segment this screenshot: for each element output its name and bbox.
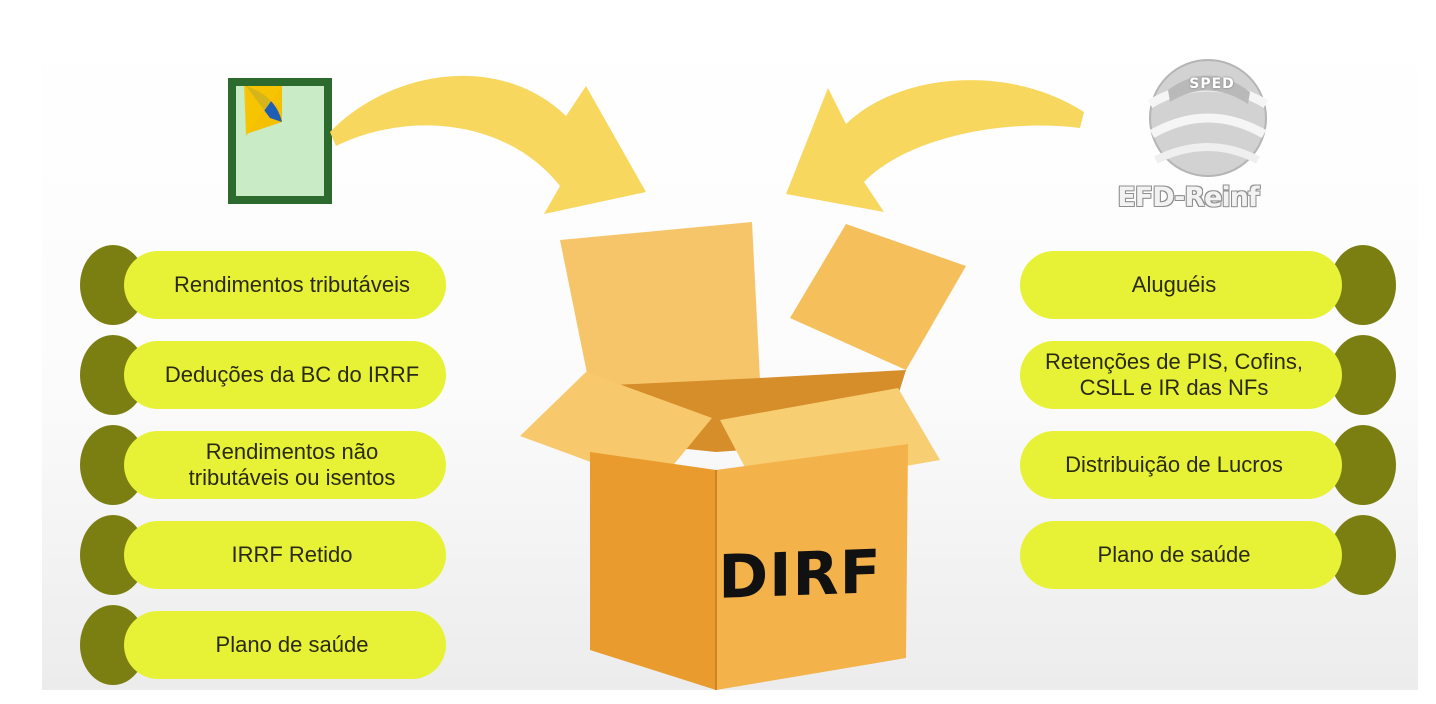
left-item-2: Deduções da BC do IRRF <box>124 341 446 409</box>
left-item-5: Plano de saúde <box>124 611 446 679</box>
left-item-3: Rendimentos não tributáveis ou isentos <box>124 431 446 499</box>
right-item-1: Aluguéis <box>1020 251 1342 319</box>
box-label: DIRF <box>718 537 882 613</box>
left-item-4: IRRF Retido <box>124 521 446 589</box>
document-icon <box>228 78 332 204</box>
sped-logo-text: SPED <box>1189 76 1235 92</box>
dirf-box-icon <box>520 222 966 690</box>
efd-reinf-caption: EFD-Reinf <box>1117 182 1259 213</box>
left-item-1: Rendimentos tributáveis <box>124 251 446 319</box>
left-arrow <box>330 75 646 214</box>
right-item-4: Plano de saúde <box>1020 521 1342 589</box>
right-item-2: Retenções de PIS, Cofins, CSLL e IR das … <box>1020 341 1342 409</box>
right-arrow <box>786 80 1084 212</box>
right-item-3: Distribuição de Lucros <box>1020 431 1342 499</box>
sped-globe-icon <box>1147 59 1269 177</box>
